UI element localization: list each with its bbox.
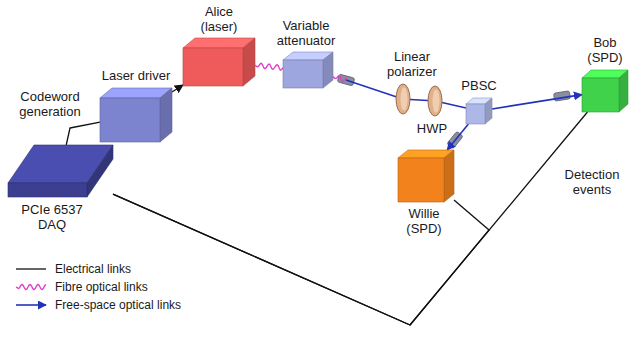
node-label: Willie (SPD) (399, 207, 449, 237)
laser-driver: Laser driver (100, 88, 172, 142)
attenuator: Variable attenuator (283, 52, 333, 88)
connector-path (492, 95, 582, 109)
legend-line (16, 284, 46, 289)
box-side-face (619, 70, 628, 112)
node-label: Linear polarizer (381, 50, 443, 80)
box-front-face (8, 183, 87, 197)
node-label: Codeword generation (10, 90, 90, 120)
connector-path (255, 63, 283, 70)
free-space-beam (492, 95, 582, 109)
box-side-face (243, 38, 255, 86)
box-front-face (100, 98, 160, 142)
node-shape (8, 145, 113, 197)
box-side-face (444, 150, 454, 202)
optic-disc (428, 86, 442, 116)
daq-board: Codeword generationPCIe 6537 DAQ (8, 145, 113, 197)
node-label: PBSC (461, 79, 496, 94)
legend-entry: Free-space optical links (15, 298, 181, 312)
node-label: Variable attenuator (268, 19, 344, 49)
legend-text: Fibre optical links (55, 280, 148, 294)
legend-line (16, 268, 46, 269)
box-side-face (160, 88, 172, 142)
free-space-beam (447, 124, 468, 150)
node-shape (428, 86, 442, 116)
node-shape (466, 98, 492, 124)
node-label: HWP (417, 122, 447, 137)
connector-path (172, 85, 183, 92)
node-label: PCIe 6537 DAQ (16, 203, 88, 233)
free-space-beam (442, 103, 466, 108)
connector-path (66, 122, 100, 145)
node-shape (398, 150, 454, 202)
laser-source: Alice (laser) (183, 38, 255, 86)
connector-path (410, 99, 428, 100)
electrical-link (113, 112, 588, 325)
legend-sample (15, 263, 49, 275)
annotation-label: Detection events (556, 168, 628, 198)
node-shape (183, 38, 255, 86)
legend-text: Electrical links (55, 262, 131, 276)
legend-text: Free-space optical links (55, 298, 181, 312)
box-side-face (485, 98, 492, 124)
fibre-collimator (553, 91, 570, 101)
optic-face (433, 89, 440, 112)
detector-box: Willie (SPD) (398, 150, 454, 202)
legend-entry: Fibre optical links (15, 280, 148, 294)
fibre-link (333, 76, 396, 97)
fibre-link (255, 63, 283, 70)
box-side-face (323, 52, 333, 88)
node-shape (100, 88, 172, 142)
connector-path (442, 103, 466, 108)
connector-path (346, 80, 396, 97)
electrical-link (172, 85, 183, 92)
optic-disc (396, 84, 410, 114)
box-top-face (183, 38, 255, 48)
electrical-link (66, 122, 100, 145)
box-front-face (582, 78, 619, 112)
legend-entry: Electrical links (15, 262, 131, 276)
optic-face (401, 87, 408, 110)
node-label: Alice (laser) (193, 5, 245, 35)
node-shape (396, 84, 410, 114)
legend-line (16, 304, 46, 306)
detector-box: Bob (SPD) (582, 70, 628, 112)
connector-path (333, 76, 347, 82)
waveplate: HWP (428, 86, 442, 116)
node-shape (582, 70, 628, 112)
node-label: Bob (SPD) (582, 36, 628, 66)
box-front-face (183, 48, 243, 86)
polarizer: Linear polarizer (396, 84, 410, 114)
node-shape (283, 52, 333, 88)
box-top-face (100, 88, 172, 98)
connector-path (113, 112, 588, 325)
node-label: Laser driver (102, 69, 171, 84)
legend-sample (15, 281, 49, 293)
free-space-beam (410, 99, 428, 100)
box-front-face (466, 104, 485, 124)
box-front-face (283, 60, 323, 88)
box-side-face (87, 145, 113, 197)
legend-sample (15, 299, 49, 311)
beam-splitter-cube: PBSC (466, 98, 492, 124)
connector-path (447, 124, 468, 150)
box-front-face (398, 158, 444, 202)
